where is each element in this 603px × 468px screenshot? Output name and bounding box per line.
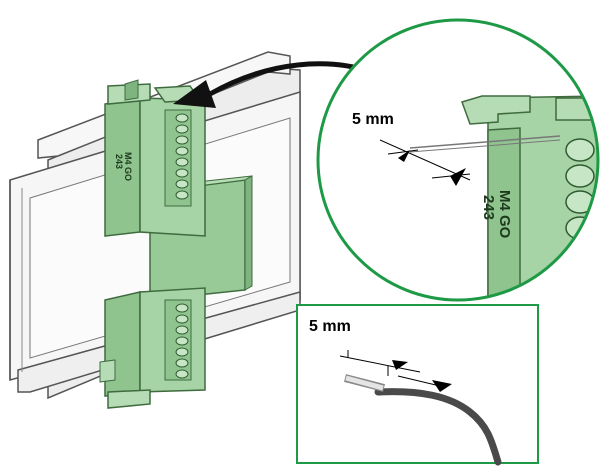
zoom-callout: M4 GO 243 5 mm: [316, 18, 600, 302]
stripped-wire: [344, 374, 502, 466]
zoom-dimension-5mm: 5 mm: [352, 111, 471, 186]
connector-block: M4 GO 243: [99, 79, 253, 409]
connector-marking-line1: M4 GO: [123, 152, 133, 181]
zoom-marking-line2: 243: [480, 195, 497, 220]
connector-marking-line2: 243: [114, 154, 124, 169]
wire-dimension-5mm: 5 mm: [309, 318, 452, 392]
upper-terminal-module: M4 GO 243: [104, 79, 206, 237]
zoom-marking-line1: M4 GO: [496, 190, 513, 239]
lower-spring-clamps: [175, 303, 189, 379]
wire-callout: 5 mm: [296, 304, 539, 466]
upper-spring-clamps: [175, 113, 189, 200]
wire-strip-label: 5 mm: [309, 318, 351, 335]
lower-terminal-module: [99, 287, 206, 409]
zoom-strip-label: 5 mm: [352, 111, 394, 128]
